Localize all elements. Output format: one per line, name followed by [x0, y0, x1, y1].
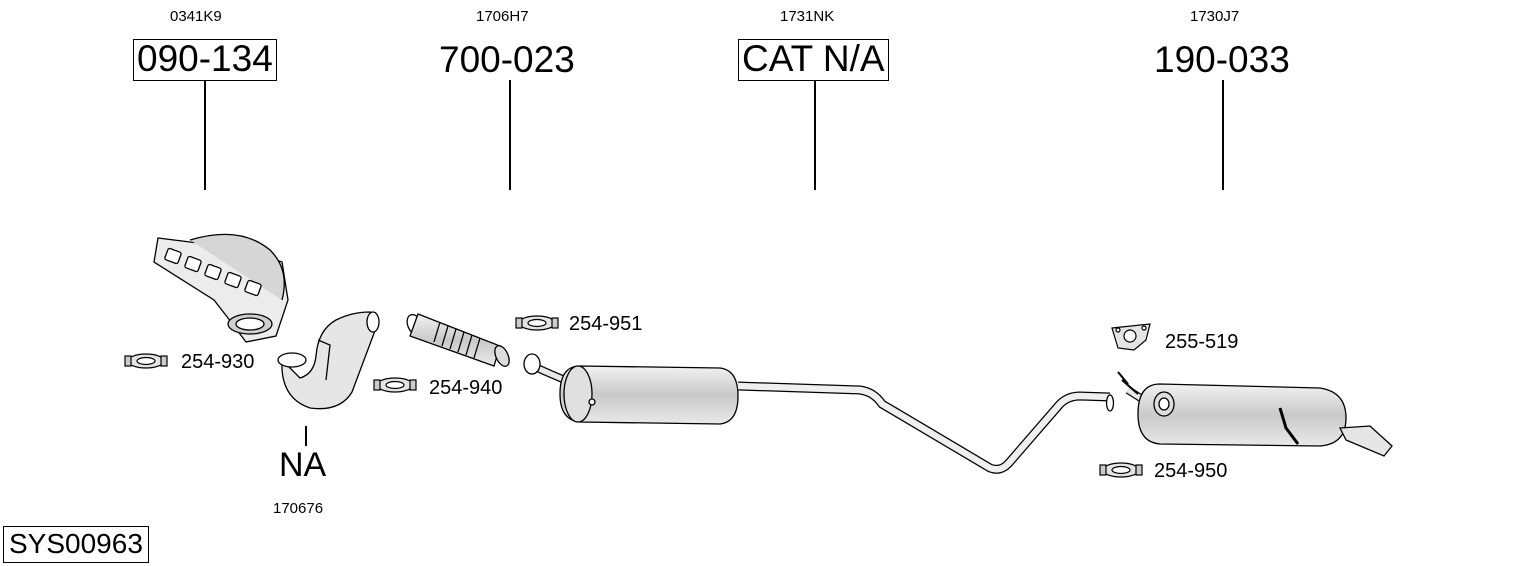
front-pipe — [277, 311, 380, 410]
part-code-1: 090-134 — [133, 39, 277, 81]
hanger-label-255-519: 255-519 — [1165, 331, 1239, 353]
part-code-3: CAT N/A — [738, 39, 889, 81]
leader-line-2 — [509, 80, 511, 190]
clamp-label-254-930: 254-930 — [181, 351, 255, 373]
clamp-label-254-951: 254-951 — [569, 313, 643, 335]
leader-line-na — [305, 426, 307, 446]
clamp-254-951-icon — [515, 315, 559, 331]
part-ref-2: 1706H7 — [476, 8, 529, 25]
part-ref-1: 0341K9 — [170, 8, 222, 25]
clamp-254-930-icon — [124, 353, 168, 369]
clamp-label-254-940: 254-940 — [429, 377, 503, 399]
part-ref-3: 1731NK — [780, 8, 835, 25]
clamp-254-950-icon — [1099, 462, 1143, 478]
part-code-4: 190-033 — [1154, 39, 1290, 80]
leader-line-1 — [204, 80, 206, 190]
flex-pipe — [406, 313, 510, 367]
leader-line-3 — [814, 80, 816, 190]
front-pipe-ref: 170676 — [273, 500, 324, 517]
leader-line-4 — [1222, 80, 1224, 190]
part-ref-4: 1730J7 — [1190, 8, 1240, 25]
rear-silencer — [1117, 371, 1393, 457]
front-pipe-code: NA — [279, 446, 327, 484]
clamp-254-940-icon — [373, 377, 417, 393]
exhaust-manifold — [153, 233, 289, 343]
middle-silencer — [523, 353, 1115, 474]
clamp-label-254-950: 254-950 — [1154, 460, 1228, 482]
hanger-255-519-icon — [1111, 323, 1151, 351]
system-id: SYS00963 — [3, 526, 149, 563]
part-code-2: 700-023 — [439, 39, 575, 80]
